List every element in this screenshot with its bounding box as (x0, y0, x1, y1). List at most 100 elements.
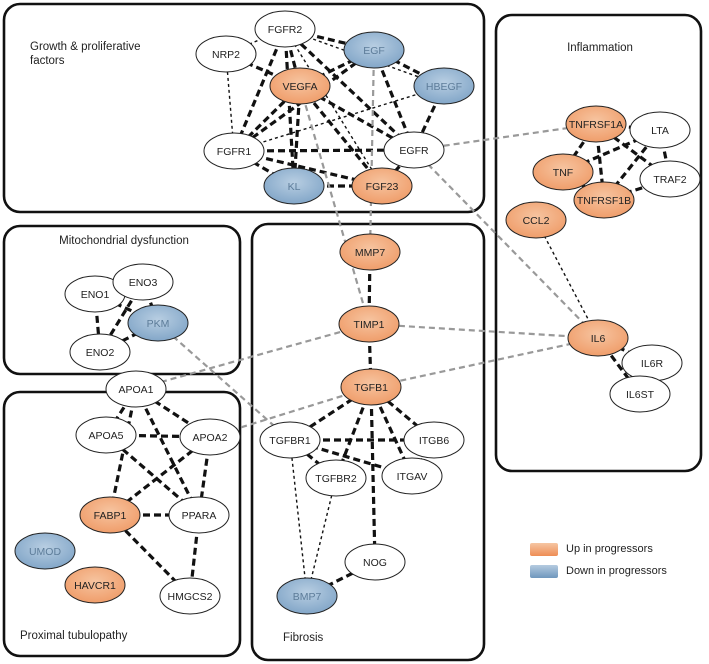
edge-fgfr2-fgfr1 (232, 28, 287, 152)
node-ccl2: CCL2 (505, 201, 567, 239)
node-tnfrsf1a: TNFRSF1A (565, 105, 627, 143)
node-traf2: TRAF2 (639, 160, 701, 198)
node-shape-fgfr1 (203, 132, 265, 170)
node-shape-vegfa (269, 67, 331, 105)
node-shape-hmgcs2 (159, 577, 221, 615)
group-box-growth (2, 2, 486, 214)
node-label-apoa2: APOA2 (192, 432, 227, 444)
node-shape-hbegf (413, 67, 475, 105)
node-shape-tnfrsf1a (565, 105, 627, 143)
node-fgfr1: FGFR1 (203, 132, 265, 170)
node-timp1: TIMP1 (338, 305, 400, 343)
node-label-egf: EGF (363, 45, 385, 57)
legend-swatch-down (530, 564, 558, 578)
node-shape-kl (263, 167, 325, 205)
node-label-eno2: ENO2 (86, 347, 115, 359)
group-title-growth-line2: factors (30, 55, 65, 67)
legend-swatch-up (530, 542, 558, 556)
edge-lta-traf2 (658, 129, 672, 180)
node-vegfa: VEGFA (269, 67, 331, 105)
node-shape-tgfb1 (340, 368, 402, 406)
node-shape-tgfbr2 (305, 459, 367, 497)
node-apoa1: APOA1 (105, 370, 167, 408)
node-bmp7: BMP7 (276, 577, 338, 615)
node-label-kl: KL (288, 181, 301, 193)
node-shape-fgfr2 (254, 10, 316, 48)
node-label-il6r: IL6R (641, 358, 664, 370)
node-shape-fgf23 (351, 167, 413, 205)
edge-tgfbr1-bmp7 (289, 439, 308, 597)
node-shape-umod (14, 532, 76, 570)
node-label-mmp7: MMP7 (355, 247, 385, 259)
node-shape-apoa1 (105, 370, 167, 408)
edge-tgfb1-il6 (370, 336, 599, 389)
edge-fgfr2-nrp2 (225, 28, 286, 55)
edge-egfr-fgf23 (380, 148, 416, 188)
node-shape-lta (629, 111, 691, 149)
node-tgfbr1: TGFBR1 (259, 421, 321, 459)
node-label-ppara: PPARA (182, 510, 217, 522)
node-eno2: ENO2 (69, 333, 131, 371)
node-label-apoa1: APOA1 (118, 384, 153, 396)
edge-hbegf-fgfr1 (233, 85, 445, 152)
node-shape-tgfbr1 (259, 421, 321, 459)
node-label-itgb6: ITGB6 (419, 435, 450, 447)
group-title-fibrosis: Fibrosis (283, 632, 324, 644)
node-shape-ccl2 (505, 201, 567, 239)
node-il6: IL6 (567, 319, 629, 357)
node-shape-egf (343, 31, 405, 69)
legend-label-up: Up in progressors (566, 543, 653, 555)
edge-egfr-tnfrsf1a (413, 122, 597, 152)
group-title-proximal: Proximal tubulopathy (20, 630, 128, 642)
node-nrp2: NRP2 (195, 35, 257, 73)
node-shape-il6st (609, 375, 671, 413)
node-label-umod: UMOD (29, 546, 61, 558)
node-fabp1: FABP1 (79, 496, 141, 534)
node-label-nog: NOG (363, 557, 387, 569)
node-label-egfr: EGFR (399, 145, 429, 157)
node-label-apoa5: APOA5 (88, 430, 123, 442)
edge-apoa1-ppara (134, 388, 201, 516)
edge-fgfr2-fgf23 (284, 28, 383, 187)
node-egf: EGF (343, 31, 405, 69)
node-il6st: IL6ST (609, 375, 671, 413)
node-label-tnfrsf1b: TNFRSF1B (577, 195, 631, 207)
node-pkm: PKM (127, 304, 189, 342)
node-label-traf2: TRAF2 (653, 174, 686, 186)
node-havcr1: HAVCR1 (64, 566, 126, 604)
node-hmgcs2: HMGCS2 (159, 577, 221, 615)
node-label-nrp2: NRP2 (212, 49, 240, 61)
edge-fgfr2-egfr (283, 27, 416, 152)
node-label-bmp7: BMP7 (293, 591, 322, 603)
node-label-vegfa: VEGFA (282, 81, 317, 93)
edge-egfr-il6 (413, 149, 599, 339)
edge-egf-mmp7 (368, 49, 376, 253)
node-shape-apoa5 (75, 416, 137, 454)
node-shape-apoa2 (179, 418, 241, 456)
node-fgf23: FGF23 (351, 167, 413, 205)
legend: Up in progressors Down in progressors (530, 538, 667, 582)
node-eno1: ENO1 (64, 275, 126, 313)
node-label-tnfrsf1a: TNFRSF1A (569, 119, 623, 131)
node-hbegf: HBEGF (413, 67, 475, 105)
node-label-eno3: ENO3 (129, 277, 158, 289)
node-nog: NOG (344, 543, 406, 581)
node-shape-tnfrsf1b (573, 181, 635, 219)
edge-tgfbr2-bmp7 (306, 477, 337, 597)
node-label-tnf: TNF (553, 167, 573, 179)
edge-vegfa-timp1 (298, 85, 371, 325)
node-shape-traf2 (639, 160, 701, 198)
edge-ccl2-il6 (535, 219, 599, 339)
node-shape-bmp7 (276, 577, 338, 615)
node-label-tgfb1: TGFB1 (354, 382, 388, 394)
node-label-tgfbr2: TGFBR2 (315, 473, 357, 485)
node-label-fabp1: FABP1 (94, 510, 127, 522)
node-shape-fabp1 (79, 496, 141, 534)
node-label-itgav: ITGAV (397, 471, 428, 483)
node-shape-itgb6 (403, 421, 465, 459)
edge-tnf-tnfrsf1b (562, 170, 605, 202)
node-tgfbr2: TGFBR2 (305, 459, 367, 497)
node-ppara: PPARA (168, 496, 230, 534)
node-apoa5: APOA5 (75, 416, 137, 454)
node-shape-pkm (127, 304, 189, 342)
